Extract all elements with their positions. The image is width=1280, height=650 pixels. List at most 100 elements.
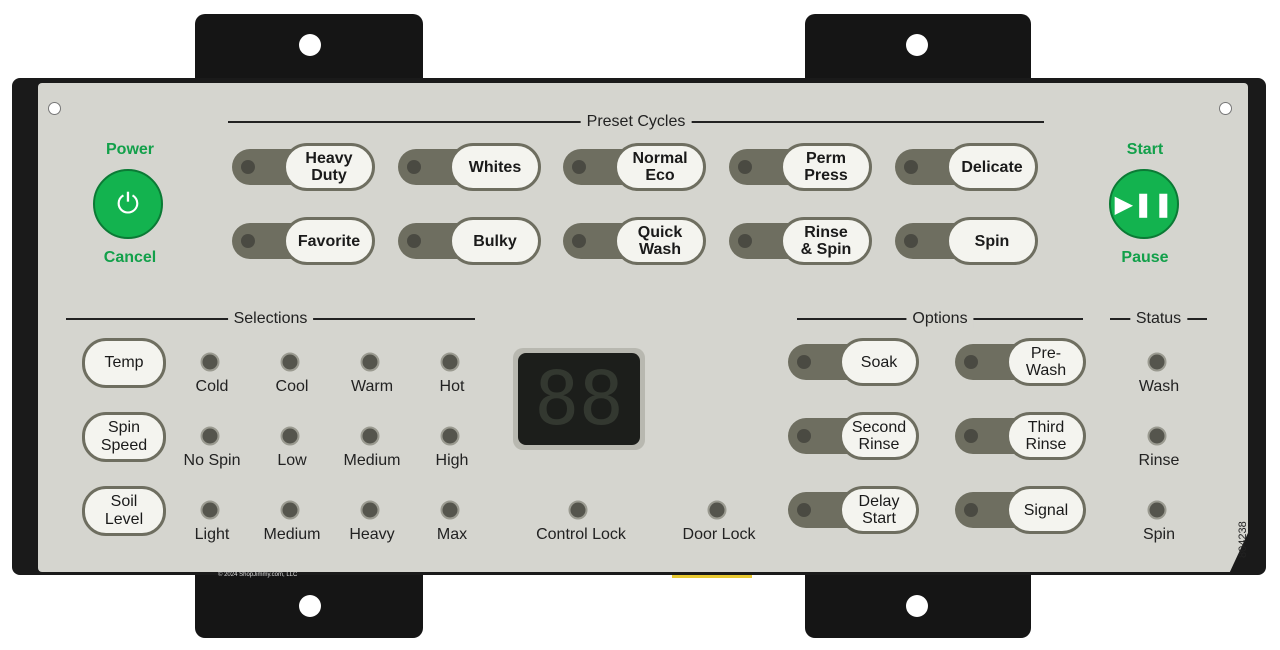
button-label: Third Rinse — [1006, 412, 1086, 460]
option-button[interactable]: Second Rinse — [788, 412, 919, 460]
button-label: Spin — [946, 217, 1038, 265]
indicator-led — [738, 234, 752, 248]
option-button[interactable]: Third Rinse — [955, 412, 1086, 460]
selection-level-label: Light — [194, 526, 230, 543]
button-label: Second Rinse — [839, 412, 919, 460]
indicator-led — [964, 503, 978, 517]
screw-hole — [48, 102, 61, 115]
option-button[interactable]: Delay Start — [788, 486, 919, 534]
preset-cycle-button[interactable]: Perm Press — [729, 143, 872, 191]
indicator-led — [797, 503, 811, 517]
power-icon: ⏻ — [116, 187, 140, 219]
display-value: 88 — [518, 353, 640, 445]
status-led — [1147, 500, 1167, 520]
selection-level-label: Medium — [263, 526, 321, 543]
power-label: Power — [105, 141, 155, 158]
status-label: Rinse — [1138, 452, 1180, 469]
preset-cycle-button[interactable]: Heavy Duty — [232, 143, 375, 191]
selection-level-label: Low — [277, 452, 307, 469]
indicator-led — [407, 234, 421, 248]
part-number: 804238 — [1237, 521, 1249, 558]
button-label: Soak — [839, 338, 919, 386]
start-label: Start — [1126, 141, 1164, 158]
selection-level-label: Medium — [343, 452, 401, 469]
preset-cycle-button[interactable]: Favorite — [232, 217, 375, 265]
indicator-led — [797, 355, 811, 369]
status-led — [1147, 426, 1167, 446]
status-label: Spin — [1142, 526, 1176, 543]
selection-led — [440, 426, 460, 446]
selection-led — [440, 500, 460, 520]
preset-cycle-button[interactable]: Normal Eco — [563, 143, 706, 191]
selection-button[interactable]: Spin Speed — [82, 412, 166, 462]
start-pause-button[interactable]: ▶❚❚ — [1109, 169, 1179, 239]
selection-led — [280, 352, 300, 372]
control-lock-led — [568, 500, 588, 520]
door-lock-led — [707, 500, 727, 520]
button-label: Bulky — [449, 217, 541, 265]
status-led — [1147, 352, 1167, 372]
indicator-led — [964, 355, 978, 369]
button-label: Normal Eco — [614, 143, 706, 191]
indicator-led — [904, 160, 918, 174]
preset-cycle-button[interactable]: Bulky — [398, 217, 541, 265]
copyright: © 2024 ShopJimmy.com, LLC — [218, 572, 298, 578]
button-label: Whites — [449, 143, 541, 191]
status-title: Status — [1129, 310, 1188, 328]
indicator-led — [407, 160, 421, 174]
control-lock-label: Control Lock — [536, 526, 626, 543]
button-label: Delay Start — [839, 486, 919, 534]
button-label: Pre- Wash — [1006, 338, 1086, 386]
selection-level-label: Heavy — [349, 526, 395, 543]
preset-cycle-button[interactable]: Quick Wash — [563, 217, 706, 265]
selection-led — [440, 352, 460, 372]
option-button[interactable]: Pre- Wash — [955, 338, 1086, 386]
button-label: Rinse & Spin — [780, 217, 872, 265]
selection-led — [280, 500, 300, 520]
preset-cycle-button[interactable]: Spin — [895, 217, 1038, 265]
preset-cycles-title: Preset Cycles — [580, 113, 692, 131]
selection-button[interactable]: Soil Level — [82, 486, 166, 536]
selection-led — [360, 352, 380, 372]
button-label: Heavy Duty — [283, 143, 375, 191]
selection-level-label: Hot — [439, 378, 465, 395]
selection-level-label: Warm — [350, 378, 394, 395]
power-button[interactable]: ⏻ — [93, 169, 163, 239]
indicator-led — [241, 160, 255, 174]
option-button[interactable]: Soak — [788, 338, 919, 386]
indicator-led — [572, 234, 586, 248]
selection-level-label: Cold — [195, 378, 229, 395]
preset-cycle-button[interactable]: Rinse & Spin — [729, 217, 872, 265]
button-label: Signal — [1006, 486, 1086, 534]
selection-level-label: Max — [436, 526, 468, 543]
button-label: Favorite — [283, 217, 375, 265]
selection-button[interactable]: Temp — [82, 338, 166, 388]
button-label: Quick Wash — [614, 217, 706, 265]
selections-title: Selections — [227, 310, 314, 328]
preset-cycle-button[interactable]: Whites — [398, 143, 541, 191]
screw-hole — [1219, 102, 1232, 115]
status-label: Wash — [1138, 378, 1180, 395]
selection-led — [200, 352, 220, 372]
selection-level-label: Cool — [275, 378, 309, 395]
indicator-led — [241, 234, 255, 248]
button-label: Delicate — [946, 143, 1038, 191]
options-title: Options — [906, 310, 974, 328]
selection-level-label: No Spin — [183, 452, 241, 469]
indicator-led — [964, 429, 978, 443]
indicator-led — [572, 160, 586, 174]
selection-level-label: High — [435, 452, 469, 469]
pause-label: Pause — [1121, 249, 1169, 266]
selection-led — [360, 426, 380, 446]
cancel-label: Cancel — [103, 249, 157, 266]
selection-led — [200, 500, 220, 520]
door-lock-label: Door Lock — [682, 526, 756, 543]
selection-led — [360, 500, 380, 520]
seven-segment-display: 88 — [513, 348, 645, 450]
connector — [672, 572, 752, 578]
indicator-led — [904, 234, 918, 248]
option-button[interactable]: Signal — [955, 486, 1086, 534]
button-label: Perm Press — [780, 143, 872, 191]
selection-led — [280, 426, 300, 446]
preset-cycle-button[interactable]: Delicate — [895, 143, 1038, 191]
